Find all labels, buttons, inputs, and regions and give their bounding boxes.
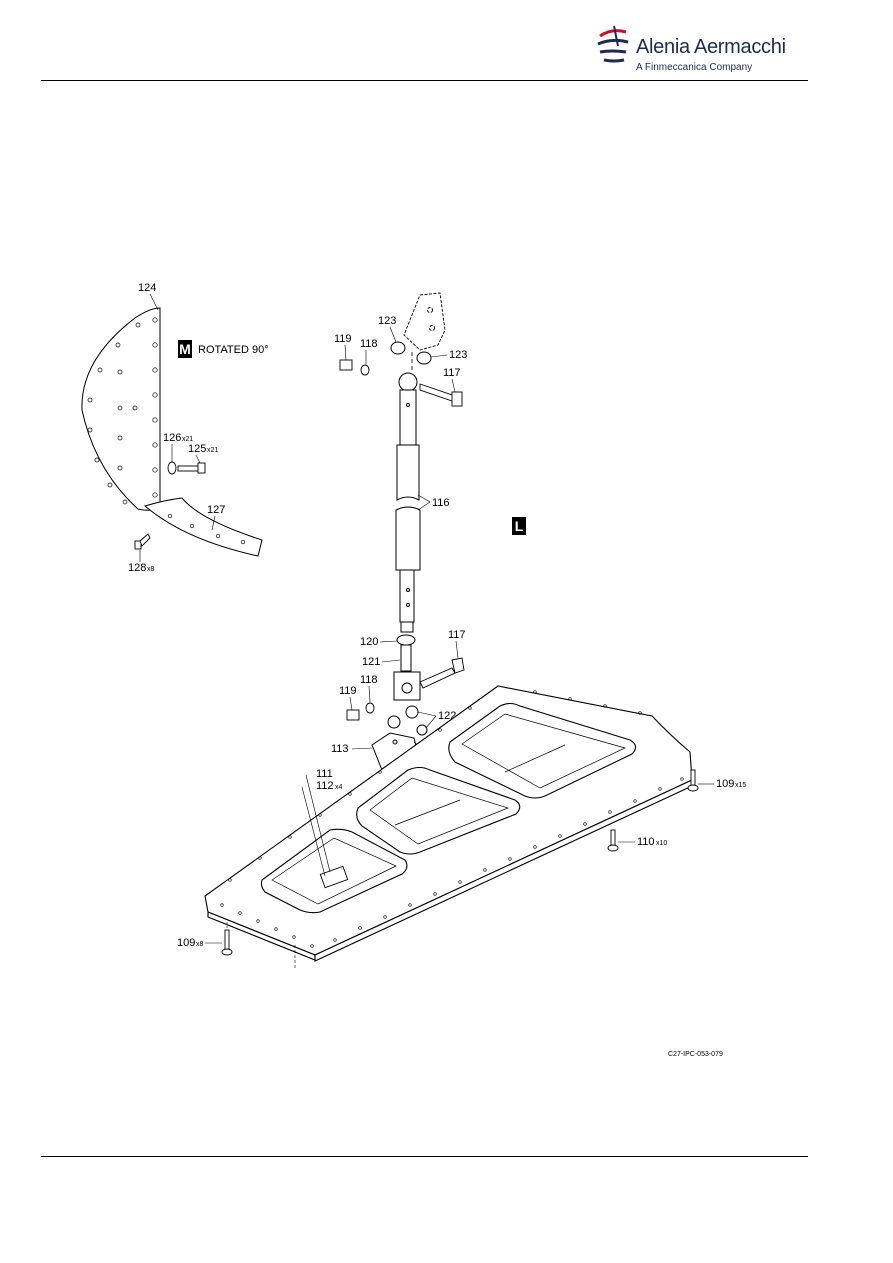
panel-124 bbox=[81, 307, 161, 511]
callout-110: 110 bbox=[637, 836, 655, 848]
view-m-badge-box bbox=[178, 340, 192, 358]
view-l-badge: L bbox=[515, 518, 524, 534]
callout-126: 126 bbox=[163, 432, 181, 444]
callout-109a-qty: x15 bbox=[735, 782, 746, 789]
propeller-logo-icon bbox=[597, 25, 629, 63]
bushing-123a bbox=[390, 341, 406, 355]
bolt-117-lower bbox=[419, 657, 465, 689]
nut-119-lower bbox=[346, 702, 375, 721]
callout-109b-qty: x8 bbox=[196, 941, 204, 948]
callout-112-qty: x4 bbox=[335, 784, 343, 791]
callout-112: 112 bbox=[316, 780, 334, 792]
callout-117a: 117 bbox=[443, 367, 461, 379]
segment-127 bbox=[143, 497, 263, 557]
callout-109b: 109 bbox=[177, 937, 195, 949]
callout-118b: 118 bbox=[360, 674, 378, 686]
view-m-label: ROTATED 90° bbox=[198, 344, 269, 356]
bushing-122a bbox=[387, 715, 401, 729]
view-m-badge: M bbox=[179, 341, 191, 357]
bolt-110 bbox=[607, 829, 619, 852]
view-l-badge-box bbox=[512, 517, 526, 535]
screw-125 bbox=[167, 461, 206, 475]
callout-109a: 109 bbox=[716, 778, 734, 790]
bushing-122b bbox=[405, 705, 419, 719]
screw-128 bbox=[134, 533, 151, 550]
upper-bracket bbox=[403, 292, 446, 351]
callout-111: 111 bbox=[316, 768, 333, 780]
brand-tagline: A Finmeccanica Company bbox=[636, 62, 753, 73]
callout-117b: 117 bbox=[448, 629, 466, 641]
callout-119a: 119 bbox=[334, 333, 352, 345]
callout-124: 124 bbox=[138, 282, 156, 294]
callout-123b: 123 bbox=[449, 349, 467, 361]
callout-125: 125 bbox=[188, 443, 206, 455]
rod-116 bbox=[395, 372, 421, 633]
header-rule bbox=[41, 80, 808, 81]
nut-119-upper bbox=[339, 359, 370, 376]
callout-118a: 118 bbox=[360, 338, 378, 350]
bolt-117-upper bbox=[419, 383, 463, 407]
callout-116: 116 bbox=[432, 497, 450, 509]
callout-128: 128 bbox=[128, 562, 146, 574]
floor-panel bbox=[204, 685, 693, 962]
callout-110-qty: x10 bbox=[656, 840, 667, 847]
bushing-122c bbox=[416, 724, 428, 736]
callout-120: 120 bbox=[360, 636, 378, 648]
callout-123a: 123 bbox=[378, 315, 396, 327]
company-logo: Alenia Aermacchi A Finmeccanica Company bbox=[596, 22, 806, 82]
callout-113: 113 bbox=[331, 743, 349, 755]
figure-reference: C27-IPC-053-079 bbox=[668, 1051, 723, 1058]
callout-121: 121 bbox=[362, 656, 380, 668]
brand-name: Alenia Aermacchi bbox=[636, 36, 786, 58]
bushing-123b bbox=[416, 351, 432, 365]
bolt-109-left bbox=[221, 929, 233, 956]
callout-127: 127 bbox=[207, 504, 225, 516]
footer-rule bbox=[41, 1156, 808, 1157]
rod-end-121 bbox=[393, 634, 421, 701]
bolt-109-right bbox=[687, 769, 699, 792]
callout-128-qty: x8 bbox=[147, 566, 155, 573]
callout-126-qty: x21 bbox=[182, 436, 193, 443]
callout-119b: 119 bbox=[339, 685, 357, 697]
callout-125-qty: x21 bbox=[207, 447, 218, 454]
